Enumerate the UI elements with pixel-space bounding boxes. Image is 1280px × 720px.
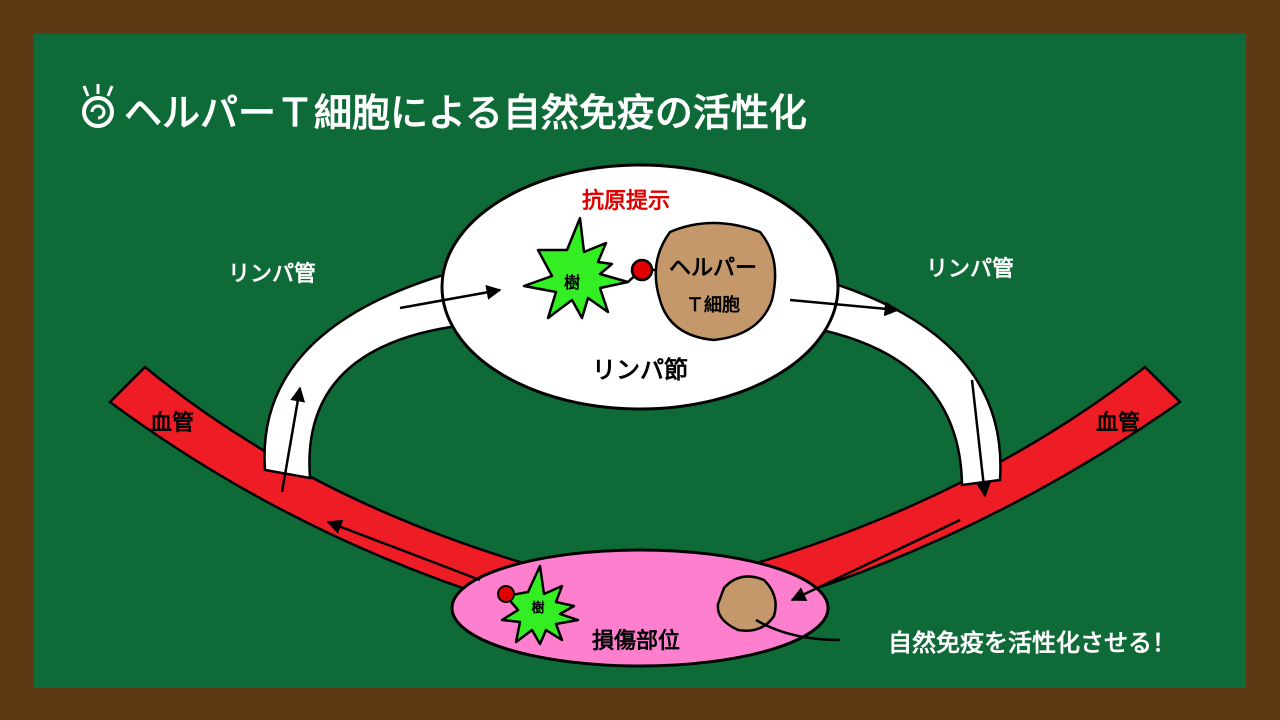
blood-vessel-right-label: 血管 [1096, 410, 1140, 436]
dendritic-cell-top: 樹 [522, 216, 662, 320]
antigen-top [630, 258, 654, 282]
lymph-vessel-left-label: リンパ管 [228, 261, 316, 287]
antigen-bottom [497, 585, 515, 603]
spiral-icon [82, 84, 114, 128]
helper-t-label-line1: ヘルパー [669, 256, 757, 281]
arrow-lymph-left-top [399, 285, 502, 310]
lymph-node-label: リンパ節 [592, 356, 688, 384]
antigen-presentation-label: 抗原提示 [582, 188, 670, 214]
page-title: ヘルパーＴ細胞による自然免疫の活性化 [124, 91, 807, 135]
blood-vessel-left-label: 血管 [150, 410, 194, 436]
activation-pointer-line [755, 618, 841, 642]
arrow-blood-left [326, 519, 481, 582]
arrow-lymph-right [970, 379, 991, 498]
dendritic-cell-bottom-label: 樹 [531, 600, 544, 616]
dendritic-cell-bottom: 樹 [497, 564, 580, 646]
helper-t-cell: ヘルパー Ｔ細胞 [654, 221, 777, 342]
dendritic-cell-top-label: 樹 [564, 273, 580, 292]
arrow-lymph-left [280, 386, 306, 493]
arrow-lymph-right-top [789, 298, 900, 317]
injury-site-cell [716, 575, 777, 632]
injury-site-label: 損傷部位 [592, 628, 680, 654]
lymph-vessel-right-label: リンパ管 [926, 256, 1014, 282]
helper-t-label-line2: Ｔ細胞 [686, 294, 740, 316]
arrow-blood-right [790, 518, 961, 602]
activation-note: 自然免疫を活性化させる！ [888, 629, 1176, 657]
